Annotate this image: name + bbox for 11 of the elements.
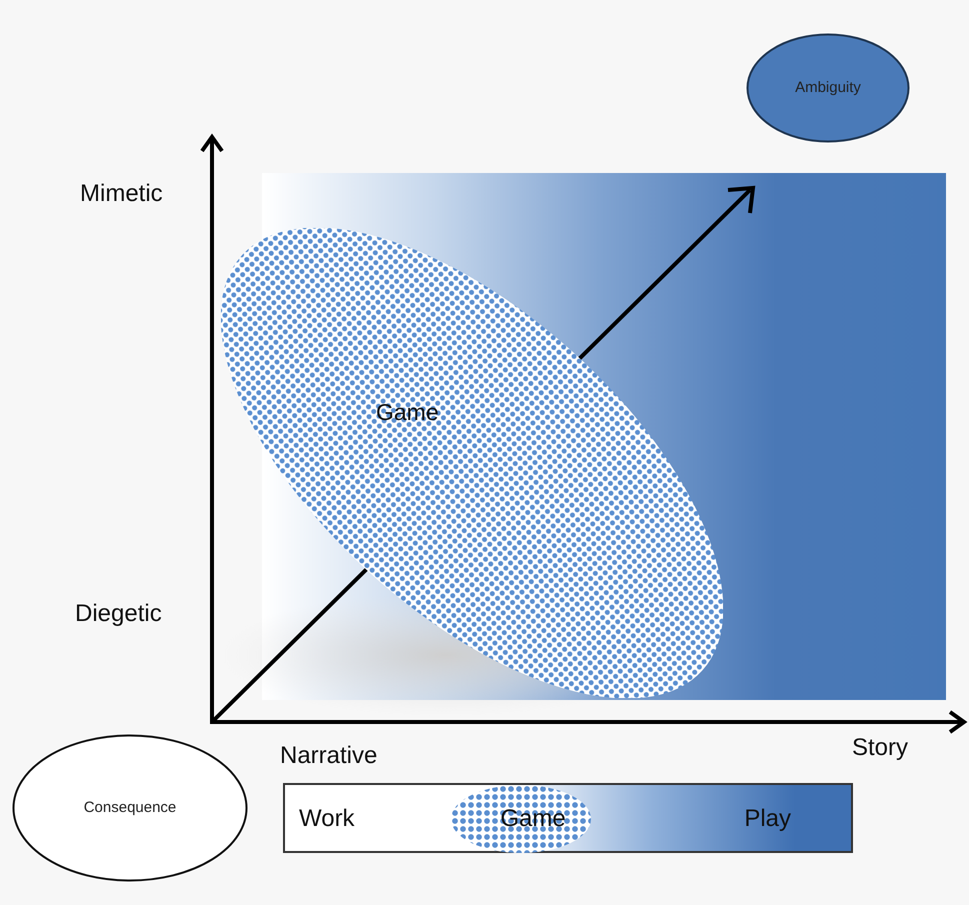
oval-node	[746, 33, 910, 143]
axis-label: Diegetic	[75, 599, 162, 629]
bar-label: Work	[299, 804, 355, 834]
axis-label: Story	[852, 733, 908, 763]
oval-node	[12, 734, 248, 882]
node-label: Consequence	[84, 798, 176, 818]
node-label: Ambiguity	[795, 78, 861, 98]
axis-label: Mimetic	[80, 179, 163, 209]
gradient-bar	[283, 783, 853, 853]
bar-label: Play	[744, 804, 791, 834]
axis-label: Narrative	[280, 741, 378, 771]
